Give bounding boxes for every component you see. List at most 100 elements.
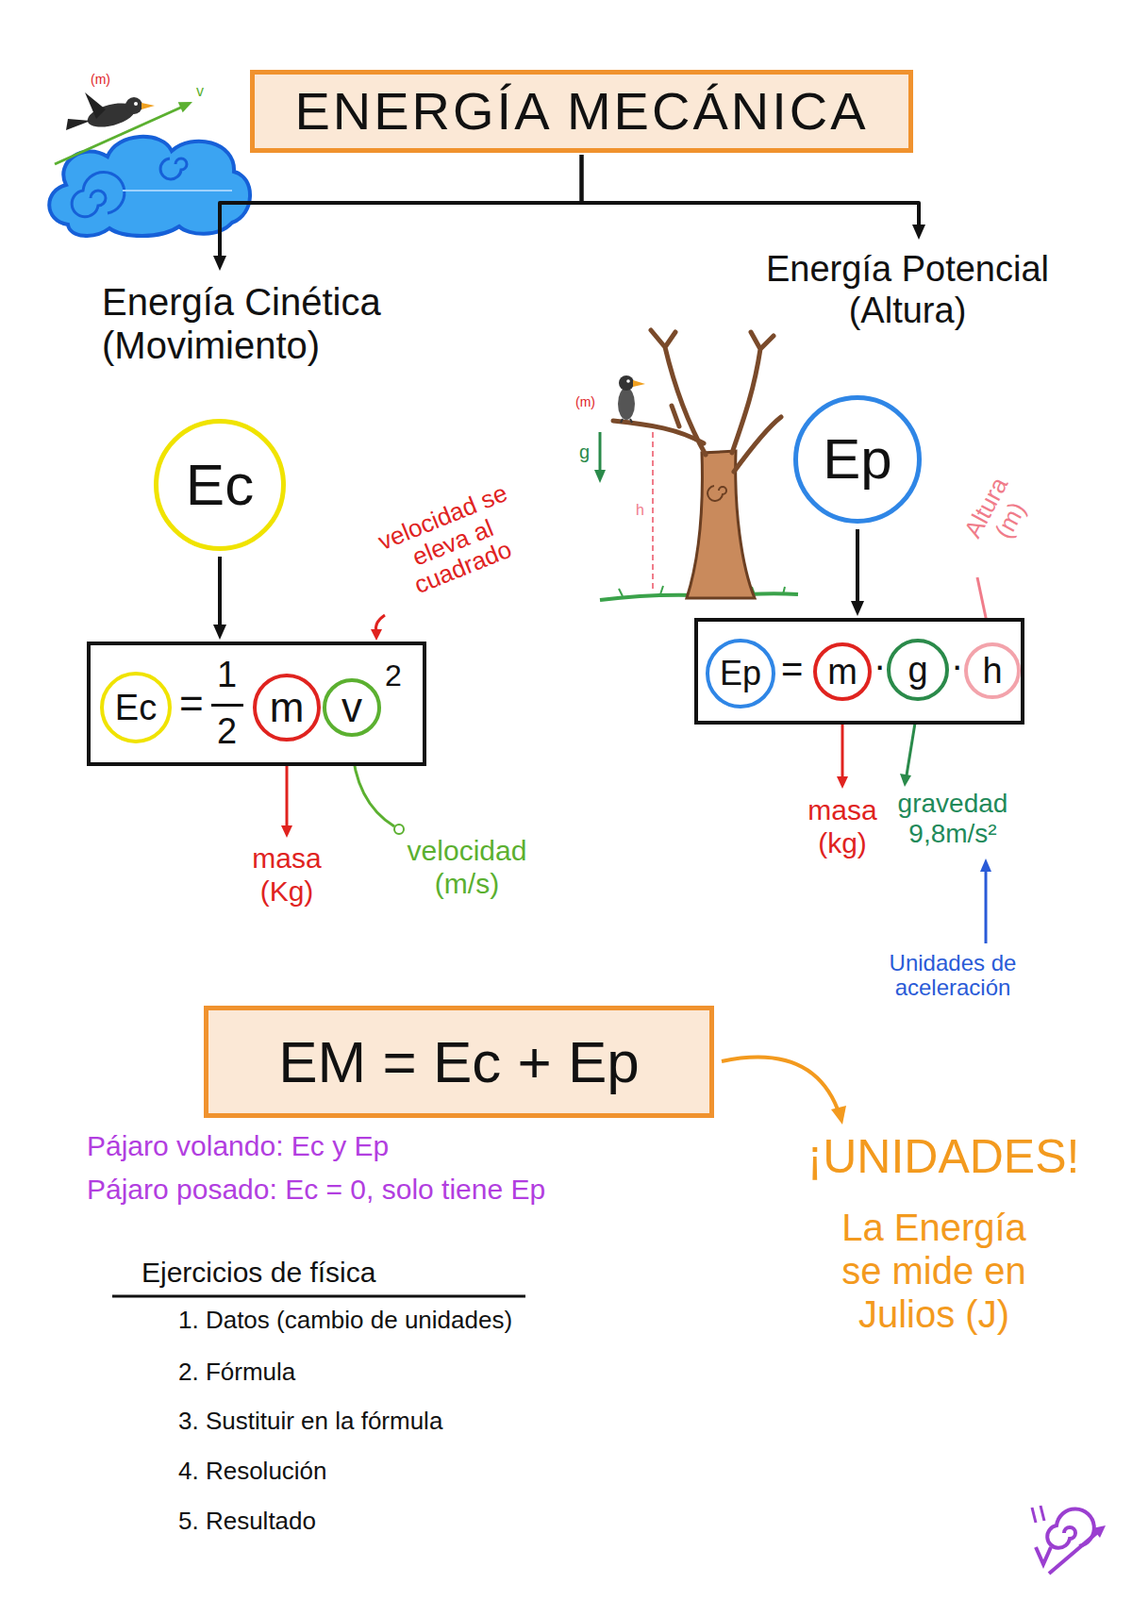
energy-symbol: Ep [822, 431, 892, 488]
example-note: Pájaro volando: Ec y Ep [86, 1130, 389, 1164]
branch-arrow [213, 556, 227, 640]
unit-label: velocidad (m/s) [386, 834, 548, 900]
exponent-note: velocidad se eleva al cuadrado [358, 473, 547, 613]
arrow-head [213, 624, 227, 640]
arrow-head [912, 224, 926, 240]
mass-symbol: m [269, 686, 305, 729]
potential-energy-node: Energía Potencial (Altura) Ep [709, 239, 1106, 524]
velocity-symbol: v [341, 686, 363, 729]
branch-arrow [213, 154, 583, 271]
energy-symbol: Ep [719, 656, 762, 691]
step-item: 4. Resolución [178, 1457, 328, 1486]
leader-lines-part [721, 1057, 838, 1110]
energy-equation: EM = Ec + Ep [278, 1032, 640, 1092]
leader-lines-part [984, 869, 988, 944]
energy-symbol: Ec [185, 455, 254, 515]
signature-mark [1032, 1505, 1106, 1574]
arrow-head [850, 600, 865, 616]
connector-line [582, 154, 920, 227]
unit-label: gravedad 9,8m/s² [882, 788, 1024, 849]
connector-line [217, 556, 222, 627]
cloud-illustration-part [160, 158, 187, 180]
fraction-numerator: 1 [216, 656, 237, 693]
branch-arrow [850, 529, 865, 616]
tree-illustration [594, 330, 799, 600]
tree-illustration-part [686, 450, 755, 599]
unit-label: Altura (m) [951, 459, 1044, 568]
leader-lines-part [980, 858, 992, 872]
connector-line [219, 154, 583, 258]
tree-illustration-part [620, 418, 633, 423]
flying-bird [54, 92, 193, 165]
height-circle: h [964, 642, 1021, 700]
velocity-marker: v [196, 83, 204, 100]
signature-mark-part [1048, 1530, 1100, 1574]
tree-illustration-part [617, 387, 635, 420]
step-item: 5. Resultado [178, 1507, 317, 1536]
tree-illustration-part [618, 375, 634, 391]
flying-bird-part [66, 118, 91, 131]
tree-illustration-part [632, 380, 646, 387]
height-symbol: h [982, 652, 1002, 689]
title-box: ENERGÍA MECÁNICA [249, 69, 914, 153]
energy-symbol-circle: Ec [99, 671, 172, 744]
tree-illustration-part [626, 379, 631, 383]
gravity-marker: g [579, 441, 590, 464]
connector-line [855, 529, 860, 603]
flying-bird-part [141, 102, 155, 110]
leader-lines-part [112, 1295, 526, 1299]
velocity-circle: v [322, 678, 382, 737]
tree-illustration-part [613, 330, 782, 472]
gravity-symbol: g [907, 651, 928, 688]
tree-illustration-part [651, 432, 654, 593]
leader-lines-part [281, 825, 293, 838]
arrow-head [213, 255, 227, 271]
energy-symbol-circle: Ep [705, 638, 776, 709]
leader-lines-part [899, 773, 912, 787]
flying-bird-part [178, 101, 193, 113]
potential-formula-box: = · · Ep m g h [694, 617, 1025, 725]
energy-type-heading: Energía Potencial (Altura) [709, 239, 1106, 332]
cloud-illustration-part [122, 189, 233, 192]
energy-symbol-circle: Ec [153, 418, 286, 551]
leader-lines-part [394, 824, 404, 834]
height-marker: h [635, 501, 645, 519]
units-heading: ¡UNIDADES! [801, 1130, 1085, 1185]
unit-label: masa (kg) [790, 794, 895, 860]
mass-circle: m [252, 673, 321, 742]
energy-type-heading: Energía Cinética (Movimiento) [101, 270, 499, 367]
energy-symbol: Ec [115, 689, 157, 726]
product-dot: · [950, 646, 964, 684]
step-item: 3. Sustituir en la fórmula [178, 1407, 443, 1436]
product-dot: · [873, 646, 886, 684]
flying-bird-part [84, 92, 106, 119]
flying-bird-part [133, 101, 138, 106]
signature-mark-part [1035, 1547, 1051, 1565]
unit-label: masa (Kg) [234, 842, 339, 908]
tree-illustration-part [599, 432, 602, 472]
section-heading: Ejercicios de física [141, 1256, 376, 1290]
total-energy-box: EM = Ec + Ep [203, 1005, 715, 1118]
equals-sign: = [179, 682, 204, 725]
step-item: 2. Fórmula [178, 1358, 296, 1387]
equals-sign: = [781, 649, 803, 688]
leader-lines-part [370, 629, 383, 641]
example-note: Pájaro posado: Ec = 0, solo tiene Ep [86, 1173, 546, 1207]
leader-lines-part [836, 776, 849, 789]
square-exponent: 2 [384, 660, 402, 691]
title-text: ENERGÍA MECÁNICA [294, 84, 868, 138]
leader-lines-part [831, 1105, 847, 1125]
tree-illustration-part [594, 469, 606, 483]
unit-note: Unidades de aceleración [863, 950, 1043, 1001]
step-item: 1. Datos (cambio de unidades) [178, 1306, 513, 1335]
tree-illustration-part [707, 485, 727, 501]
mass-symbol: m [827, 653, 858, 690]
mass-marker: (m) [575, 394, 596, 410]
kinetic-formula-box: =122Ecmv [86, 641, 427, 766]
cloud-illustration-part [71, 171, 125, 217]
mass-circle: m [813, 642, 872, 701]
fraction-bar [211, 703, 244, 707]
flying-bird-part [125, 97, 143, 115]
gravity-circle: g [886, 638, 949, 701]
